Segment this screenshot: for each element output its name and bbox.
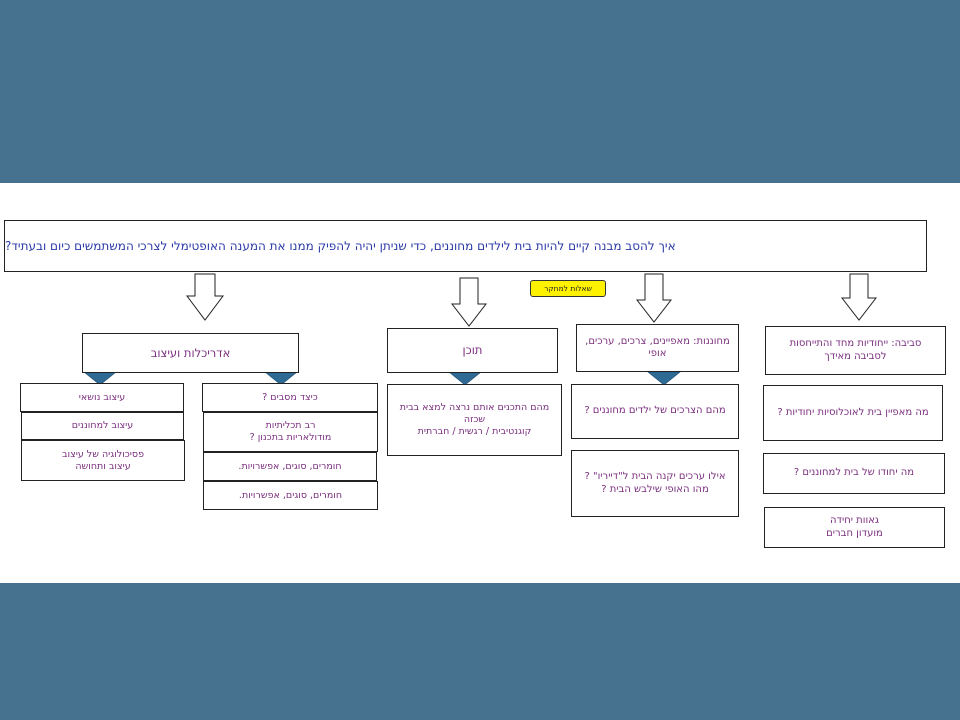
architecture-left-item: פסיכולוגיה של עיצוב עיצוב ותחושה [21, 440, 185, 481]
architecture-header: אדריכלות ועיצוב [82, 333, 299, 373]
bottom-band [0, 583, 960, 720]
gifted-header: מחוננות: מאפיינים, צרכים, ערכים, אופי [576, 324, 739, 372]
architecture-right-item: חומרים, סוגים, אפשרויות. [203, 481, 378, 510]
down-arrow-environment [840, 273, 878, 321]
architecture-right-item: כיצד מסבים ? [202, 383, 378, 412]
environment-item: גאוות יחידה מועדון חברים [764, 507, 945, 548]
gifted-item: מהם הצרכים של ילדים מחוננים ? [571, 384, 739, 439]
environment-header: סביבה: ייחודיות מחד והתייחסות לסביבה מאי… [765, 326, 946, 375]
top-band [0, 0, 960, 183]
content-item: מהם התכנים אותם נרצה למצא בבית שכזה קוגנ… [387, 384, 562, 456]
architecture-left-item: עיצוב למחוננים [21, 412, 184, 440]
architecture-left-item: עיצוב נושאי [20, 383, 184, 412]
architecture-right-item: חומרים, סוגים, אפשרויות. [203, 452, 377, 481]
research-questions-badge: שאלות למחקר [530, 280, 606, 297]
gifted-item: אילו ערכים יקנה הבית ל"דייריו" ? מהו האו… [571, 450, 739, 517]
environment-item: מה יחודו של בית למחוננים ? [763, 453, 945, 494]
down-arrow-gifted [635, 273, 673, 323]
environment-item: מה מאפיין בית לאוכלוסיות יחודיות ? [763, 385, 943, 441]
down-arrow-architecture [186, 273, 224, 321]
architecture-right-item: רב תכליתיות מודולאריות בתכנון ? [203, 412, 378, 452]
pointer-gifted [647, 371, 681, 386]
content-header: תוכן [387, 328, 558, 373]
down-arrow-content [450, 277, 488, 327]
main-question: איך להסב מבנה קיים להיות בית לילדים מחונ… [4, 220, 927, 272]
